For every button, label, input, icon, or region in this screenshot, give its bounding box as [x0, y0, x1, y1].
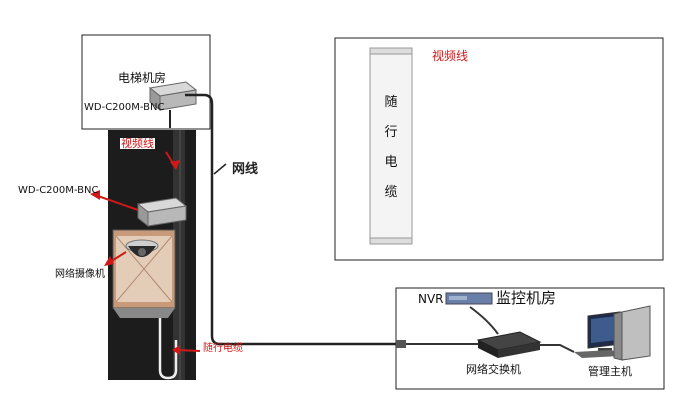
network-cable	[185, 93, 402, 346]
trailing-cable-char: 随	[384, 95, 398, 110]
trailing-cable-label-small: 随行电缆	[203, 343, 243, 354]
nvr-device	[445, 292, 493, 305]
arrow-trailing-cable	[172, 345, 201, 355]
trailing-cable-char: 缆	[384, 185, 398, 200]
trailing-cable-vertical-text: 随 行 电 缆	[370, 88, 412, 208]
arrow-network-line	[213, 163, 227, 175]
network-line-label: 网线	[232, 162, 259, 177]
switch-label: 网络交换机	[466, 363, 521, 376]
converter-top-label: WD-C200M-BNC	[84, 102, 165, 113]
monitor-room-label: 监控机房	[496, 289, 557, 307]
arrow-converter-mid	[90, 190, 139, 211]
arrow-camera	[104, 251, 127, 266]
trailing-cable-char: 行	[384, 125, 398, 140]
video-line-label-left: 视频线	[120, 137, 155, 150]
host-label: 管理主机	[588, 365, 632, 378]
nvr-label: NVR	[418, 292, 444, 306]
trailing-cable-loop	[158, 318, 178, 380]
arrow-video-line	[165, 151, 180, 170]
trailing-cable-char: 电	[384, 155, 398, 170]
switch-device	[476, 331, 542, 358]
converter-mid-device	[136, 197, 188, 228]
cable-connector	[396, 340, 406, 348]
camera-device	[125, 239, 159, 257]
video-line-label-right: 视频线	[432, 49, 469, 63]
converter-mid-label: WD-C200M-BNC	[18, 185, 99, 196]
machine-room-label: 电梯机房	[118, 71, 167, 85]
machine-room-box	[81, 34, 211, 130]
trailing-cable-illustration	[369, 47, 413, 245]
nvr-switch-cable	[469, 306, 499, 335]
camera-label: 网络摄像机	[55, 269, 105, 280]
host-device	[574, 305, 651, 361]
